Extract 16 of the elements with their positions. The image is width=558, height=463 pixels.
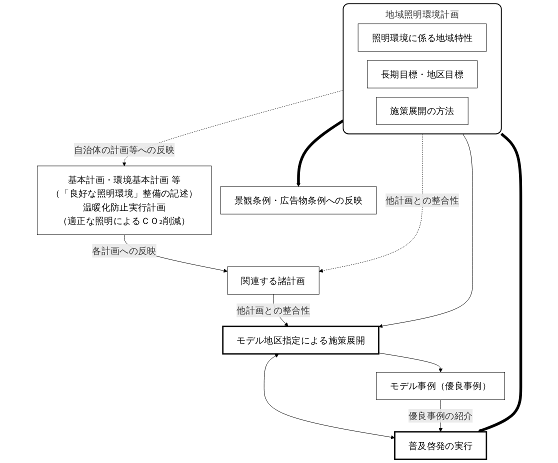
node-box: モデル地区指定による施策展開 xyxy=(222,326,380,355)
node-box: 普及啓発の実行 xyxy=(394,431,488,460)
node-box: モデル事例（優良事例） xyxy=(376,372,505,400)
node-box: 施策展開の方法 xyxy=(376,96,468,125)
node-box: 基本計画・環境基本計画 等 （「良好な照明環境」整備の記述） 温暖化防止実行計画 （適正な照明によるＣＯ₂削減） xyxy=(36,166,212,235)
node-box: 景観条例・広告物条例への反映 xyxy=(220,186,377,214)
arrow xyxy=(296,119,344,187)
edge-label: 他計画との整合性 xyxy=(236,304,310,316)
node-box: 関連する諸計画 xyxy=(227,266,320,295)
node-box: 長期目標・地区目標 xyxy=(367,60,478,88)
edge-label: 自治体の計画等への反映 xyxy=(74,144,175,156)
arrow xyxy=(477,132,522,432)
node-box: 照明環境に係る地域特性 xyxy=(358,24,487,52)
edge-label: 他計画との整合性 xyxy=(386,194,459,206)
edge-label: 各計画への反映 xyxy=(92,245,156,256)
edge-label: 優良事例の紹介 xyxy=(408,410,473,422)
